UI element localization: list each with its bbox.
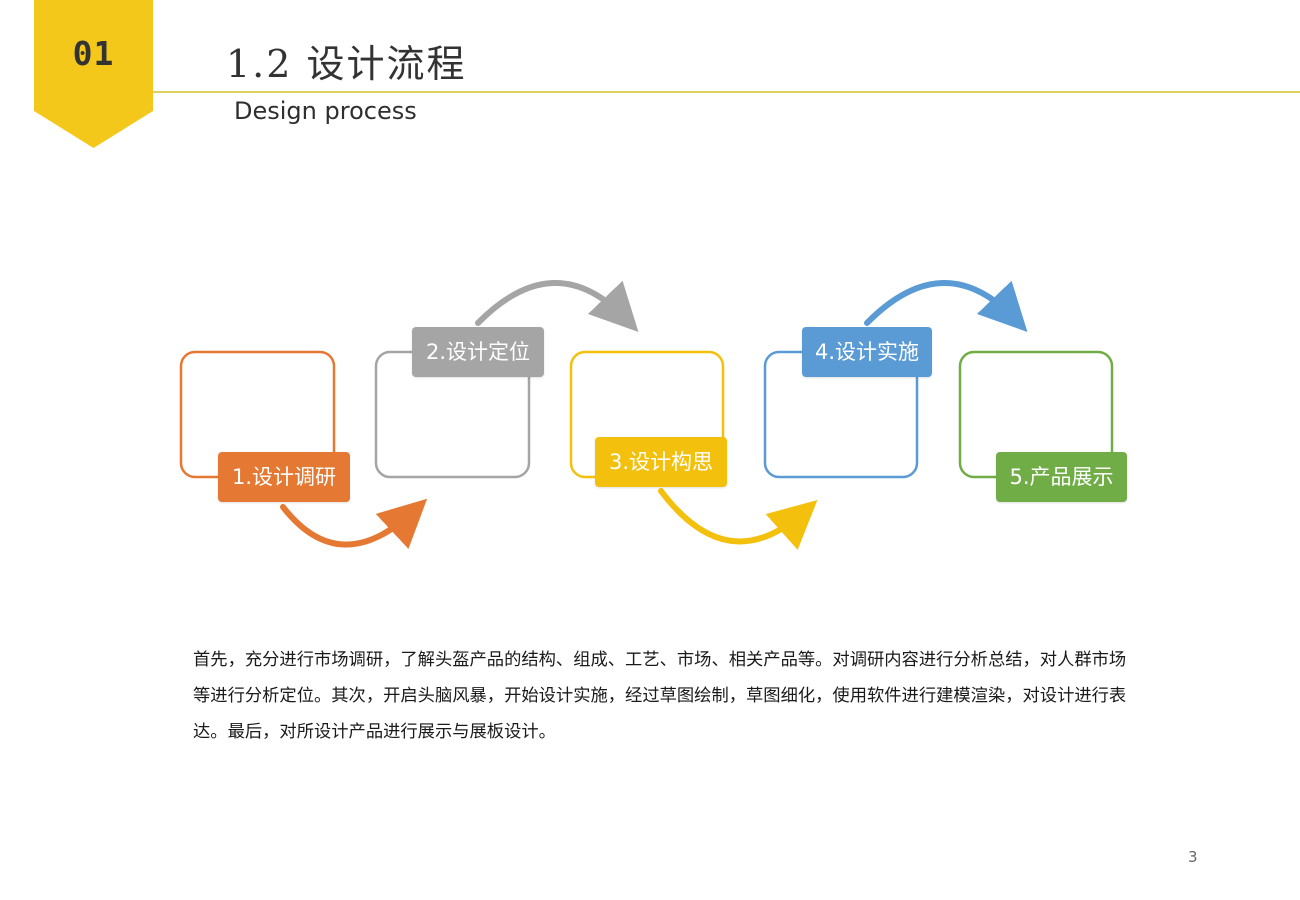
description-text: 首先，充分进行市场调研，了解头盔产品的结构、组成、工艺、市场、相关产品等。对调研… (193, 650, 1127, 742)
step-4-label: 4.设计实施 (802, 327, 932, 377)
step-2-label: 2.设计定位 (412, 327, 544, 377)
step-3-label: 3.设计构思 (595, 437, 727, 487)
page-number: 3 (1188, 848, 1198, 866)
step-5-label: 5.产品展示 (996, 452, 1127, 502)
title-divider (153, 91, 1300, 93)
page-title: 1.2 设计流程 (226, 42, 467, 86)
step-1-label: 1.设计调研 (218, 452, 350, 502)
section-number: 01 (72, 34, 115, 73)
arrow-4-to-5 (864, 280, 1028, 332)
arrow-2-to-3 (475, 280, 639, 332)
arrow-1-to-2 (280, 498, 428, 550)
arrow-3-to-4 (658, 488, 818, 550)
page-subtitle: Design process (234, 97, 417, 125)
